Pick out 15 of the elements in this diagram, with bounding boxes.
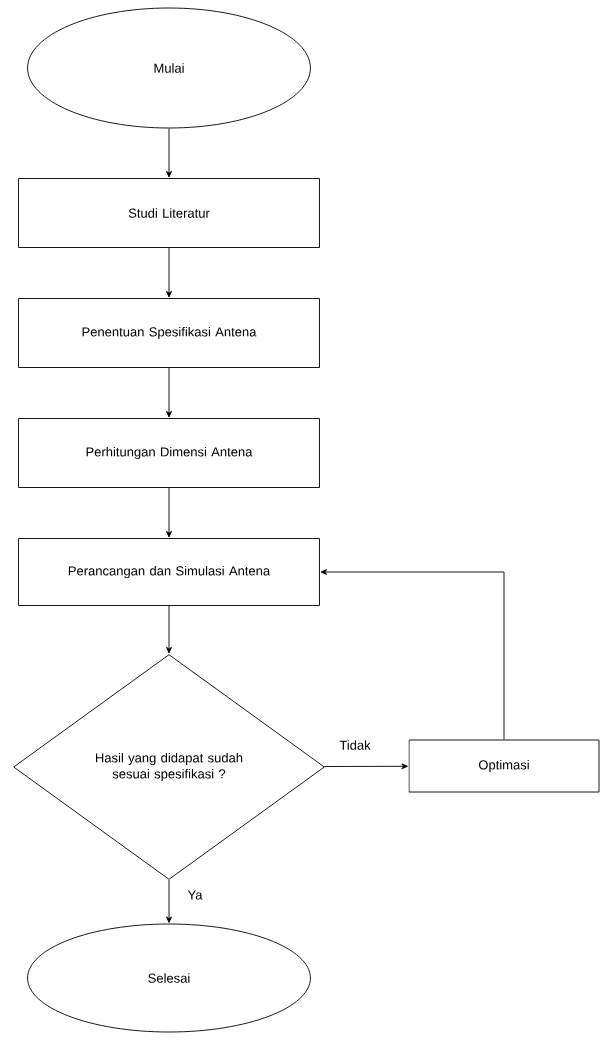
arrow	[323, 763, 408, 770]
arrow	[166, 128, 172, 178]
arrow	[320, 569, 505, 740]
process-box: Perhitungan Dimensi Antena	[18, 418, 320, 488]
process-box: Studi Literatur	[18, 178, 320, 248]
process-box: Penentuan Spesifikasi Antena	[18, 298, 320, 368]
arrow	[166, 605, 172, 654]
arrow	[166, 247, 172, 298]
process-box: Perancangan dan Simulasi Antena	[18, 538, 320, 606]
arrow	[166, 879, 172, 923]
arrow	[166, 487, 172, 538]
arrow	[166, 367, 172, 418]
edge-label: Ya	[186, 889, 204, 901]
process-box: Optimasi	[408, 739, 600, 793]
edge-label: Tidak	[338, 739, 372, 751]
